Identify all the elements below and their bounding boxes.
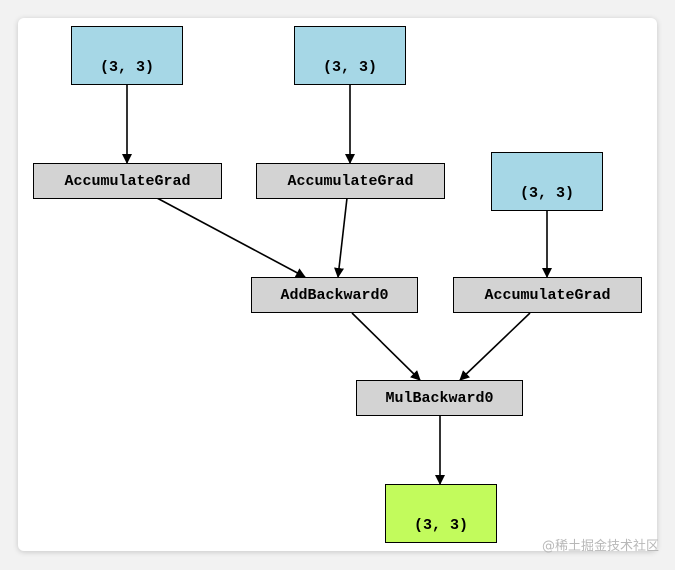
edge-accumulate2-add (334, 197, 348, 278)
add-backward-node: AddBackward0 (251, 277, 418, 313)
leaf-tensor-node-2: (3, 3) (294, 26, 406, 85)
accumulate-grad-node-2: AccumulateGrad (256, 163, 445, 199)
edge-add-mul (351, 312, 421, 381)
mul-backward-node: MulBackward0 (356, 380, 523, 416)
edge-accumulate3-mul (459, 312, 531, 381)
leaf-tensor-node-1: (3, 3) (71, 26, 183, 85)
edge-accumulate1-add (156, 197, 306, 278)
leaf-tensor-node-3: (3, 3) (491, 152, 603, 211)
accumulate-grad-node-3: AccumulateGrad (453, 277, 642, 313)
accumulate-grad-node-1: AccumulateGrad (33, 163, 222, 199)
output-tensor-node: (3, 3) (385, 484, 497, 543)
watermark: @稀土掘金技术社区 (541, 539, 659, 554)
